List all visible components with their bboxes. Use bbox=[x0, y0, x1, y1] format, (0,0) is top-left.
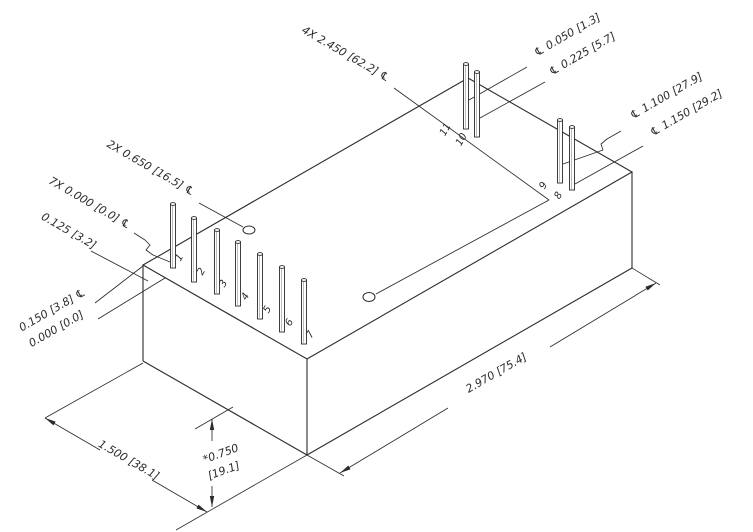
pin-number: 10 bbox=[454, 131, 470, 148]
mounting-hole bbox=[362, 292, 376, 302]
pin-number: 6 bbox=[283, 317, 296, 328]
pin-number: 5 bbox=[261, 304, 274, 315]
pin-number: 7 bbox=[304, 329, 317, 341]
mounting-holes bbox=[242, 225, 376, 302]
pin-4 bbox=[235, 240, 241, 307]
pin-number: 11 bbox=[438, 121, 454, 138]
dimension-label: 1.500 [38.1] bbox=[96, 437, 161, 482]
pin-7 bbox=[301, 278, 307, 345]
pin-1 bbox=[170, 202, 176, 269]
pin-number: 1 bbox=[173, 252, 186, 263]
dimension-label: 2.970 [75.4] bbox=[464, 350, 529, 395]
pin-number: 8 bbox=[552, 190, 565, 201]
dimension-arrowhead bbox=[645, 283, 656, 291]
extension-lines bbox=[44, 267, 661, 531]
pin-11 bbox=[463, 62, 469, 130]
pin-8 bbox=[569, 125, 575, 191]
dimension-lines bbox=[44, 282, 657, 513]
dimension-label: 2X 0.650 [16.5] ℄ bbox=[104, 137, 197, 198]
dimension-arrowhead bbox=[209, 496, 215, 507]
pin-3 bbox=[214, 228, 220, 295]
dimension-arrowhead bbox=[45, 418, 56, 426]
pin-number: 9 bbox=[537, 180, 550, 191]
module-body bbox=[141, 77, 634, 456]
pin-10 bbox=[474, 70, 480, 138]
dimension-label: 0.125 [3.2] bbox=[39, 210, 98, 252]
pin-number: 4 bbox=[239, 291, 252, 302]
dimension-arrowhead bbox=[340, 465, 351, 473]
pin-9 bbox=[557, 118, 563, 184]
dimension-label: 4X 2.450 [62.2] ℄ bbox=[299, 23, 392, 84]
pin-2 bbox=[191, 216, 197, 283]
annotation-text-layer: 4X 2.450 [62.2] ℄ ℄ 0.050 [1.3] ℄ 0.225 … bbox=[17, 11, 725, 483]
pin-5 bbox=[257, 252, 263, 320]
pin-6 bbox=[279, 265, 285, 333]
pins bbox=[170, 62, 575, 345]
dimension-arrowhead bbox=[196, 504, 207, 512]
dimension-arrowhead bbox=[209, 419, 215, 430]
mounting-hole bbox=[242, 225, 256, 235]
pin-number: 3 bbox=[217, 278, 230, 289]
pin-number: 2 bbox=[195, 266, 208, 277]
